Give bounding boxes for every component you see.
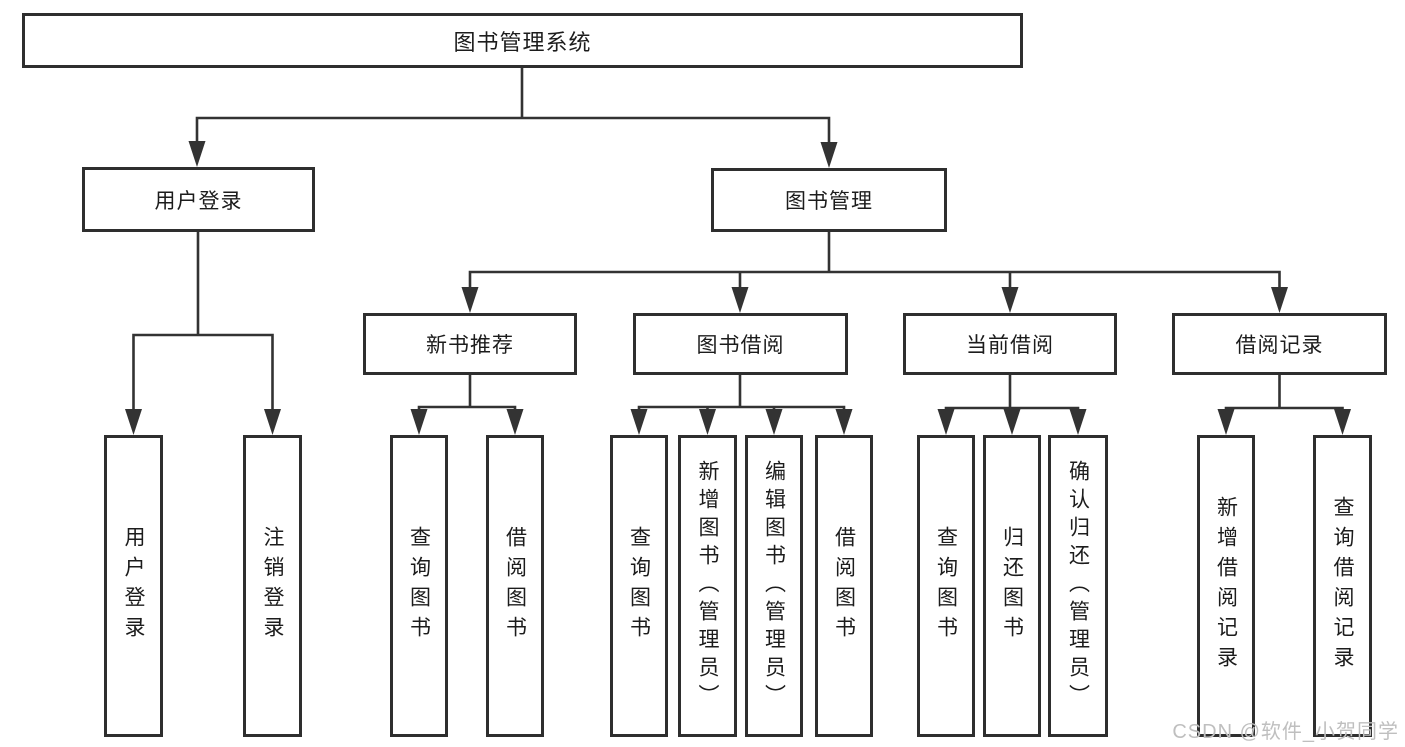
leaf-br-new-record: 新增借阅记录 xyxy=(1197,435,1255,737)
arrowhead-cb-confirm-return xyxy=(1069,409,1087,435)
arrowheads xyxy=(125,141,1351,435)
connector-root-to-level2 xyxy=(195,66,831,149)
node-label: 查询借阅记录 xyxy=(1331,496,1355,676)
node-label: 借阅图书 xyxy=(832,526,856,646)
connector-new-book-rec-to-children xyxy=(417,373,517,416)
arrowhead-book-mgmt xyxy=(820,142,838,168)
arrowhead-ul-login xyxy=(125,409,142,435)
leaf-nbr-query-book: 查询图书 xyxy=(390,435,448,737)
leaf-bb-add-book-admin: 新增图书（管理员） xyxy=(678,435,737,737)
arrowhead-bb-add-book xyxy=(699,409,716,435)
leaf-bb-edit-book-admin: 编辑图书（管理员） xyxy=(745,435,803,737)
leaf-user-login: 用户登录 xyxy=(104,435,163,737)
csdn-watermark: CSDN @软件_小贺同学 xyxy=(1172,721,1399,743)
leaf-logout-login: 注销登录 xyxy=(243,435,302,737)
arrowhead-current-borrow xyxy=(1001,287,1019,313)
node-label: 查询图书 xyxy=(407,526,431,646)
node-new-book-recommend: 新书推荐 xyxy=(363,313,577,375)
connector-book-mgmt-to-level3 xyxy=(468,230,1281,294)
connector-book-borrow-to-children xyxy=(637,373,846,416)
arrowhead-new-book-rec xyxy=(461,287,479,313)
node-label: 当前借阅 xyxy=(966,334,1054,357)
arrowhead-book-borrow xyxy=(731,287,749,313)
leaf-cb-confirm-return-admin: 确认归还（管理员） xyxy=(1048,435,1108,737)
node-label: 确认归还（管理员） xyxy=(1066,460,1090,712)
arrowhead-br-query-record xyxy=(1334,409,1351,435)
node-label: 图书借阅 xyxy=(696,334,785,357)
node-label: 图书管理 xyxy=(785,190,873,213)
node-user-login: 用户登录 xyxy=(82,167,315,232)
arrowhead-cb-query-book xyxy=(937,409,955,435)
leaf-bb-query-book: 查询图书 xyxy=(610,435,668,737)
node-book-borrow: 图书借阅 xyxy=(633,313,848,375)
node-label: 图书管理系统 xyxy=(453,29,592,55)
connector-lines xyxy=(132,66,1344,416)
leaf-br-query-record: 查询借阅记录 xyxy=(1313,435,1372,737)
leaf-nbr-borrow-book: 借阅图书 xyxy=(486,435,544,737)
connector-user-login-to-children xyxy=(132,230,274,416)
arrowhead-cb-return-book xyxy=(1003,409,1021,435)
arrowhead-bb-borrow-book xyxy=(835,409,853,435)
node-label: 借阅图书 xyxy=(503,526,527,646)
connector-borrow-records-to-children xyxy=(1224,373,1344,416)
node-label: 借阅记录 xyxy=(1235,334,1324,357)
node-label: 用户登录 xyxy=(122,526,146,646)
node-current-borrow: 当前借阅 xyxy=(903,313,1117,375)
leaf-bb-borrow-book: 借阅图书 xyxy=(815,435,873,737)
leaf-cb-return-book: 归还图书 xyxy=(983,435,1041,737)
arrowhead-nbr-query-book xyxy=(410,409,428,435)
node-label: 编辑图书（管理员） xyxy=(762,460,786,712)
arrowhead-user-login xyxy=(188,141,206,167)
node-root: 图书管理系统 xyxy=(22,13,1023,68)
arrowhead-br-new-record xyxy=(1217,409,1235,435)
arrowhead-nbr-borrow-book xyxy=(506,409,524,435)
node-label: 新增图书（管理员） xyxy=(696,460,720,712)
node-label: 新书推荐 xyxy=(426,334,514,357)
node-borrow-records: 借阅记录 xyxy=(1172,313,1387,375)
node-label: 查询图书 xyxy=(627,526,651,646)
node-label: 注销登录 xyxy=(261,526,285,646)
node-label: 归还图书 xyxy=(1000,526,1024,646)
arrowhead-ul-logout xyxy=(264,409,281,435)
connector-current-borrow-to-children xyxy=(944,373,1080,416)
node-label: 用户登录 xyxy=(154,189,243,213)
arrowhead-borrow-records xyxy=(1271,287,1288,313)
arrowhead-bb-edit-book xyxy=(765,409,783,435)
node-label: 新增借阅记录 xyxy=(1214,496,1238,676)
leaf-cb-query-book: 查询图书 xyxy=(917,435,975,737)
node-book-management: 图书管理 xyxy=(711,168,947,232)
arrowhead-bb-query-book xyxy=(630,409,648,435)
node-label: 查询图书 xyxy=(934,526,958,646)
